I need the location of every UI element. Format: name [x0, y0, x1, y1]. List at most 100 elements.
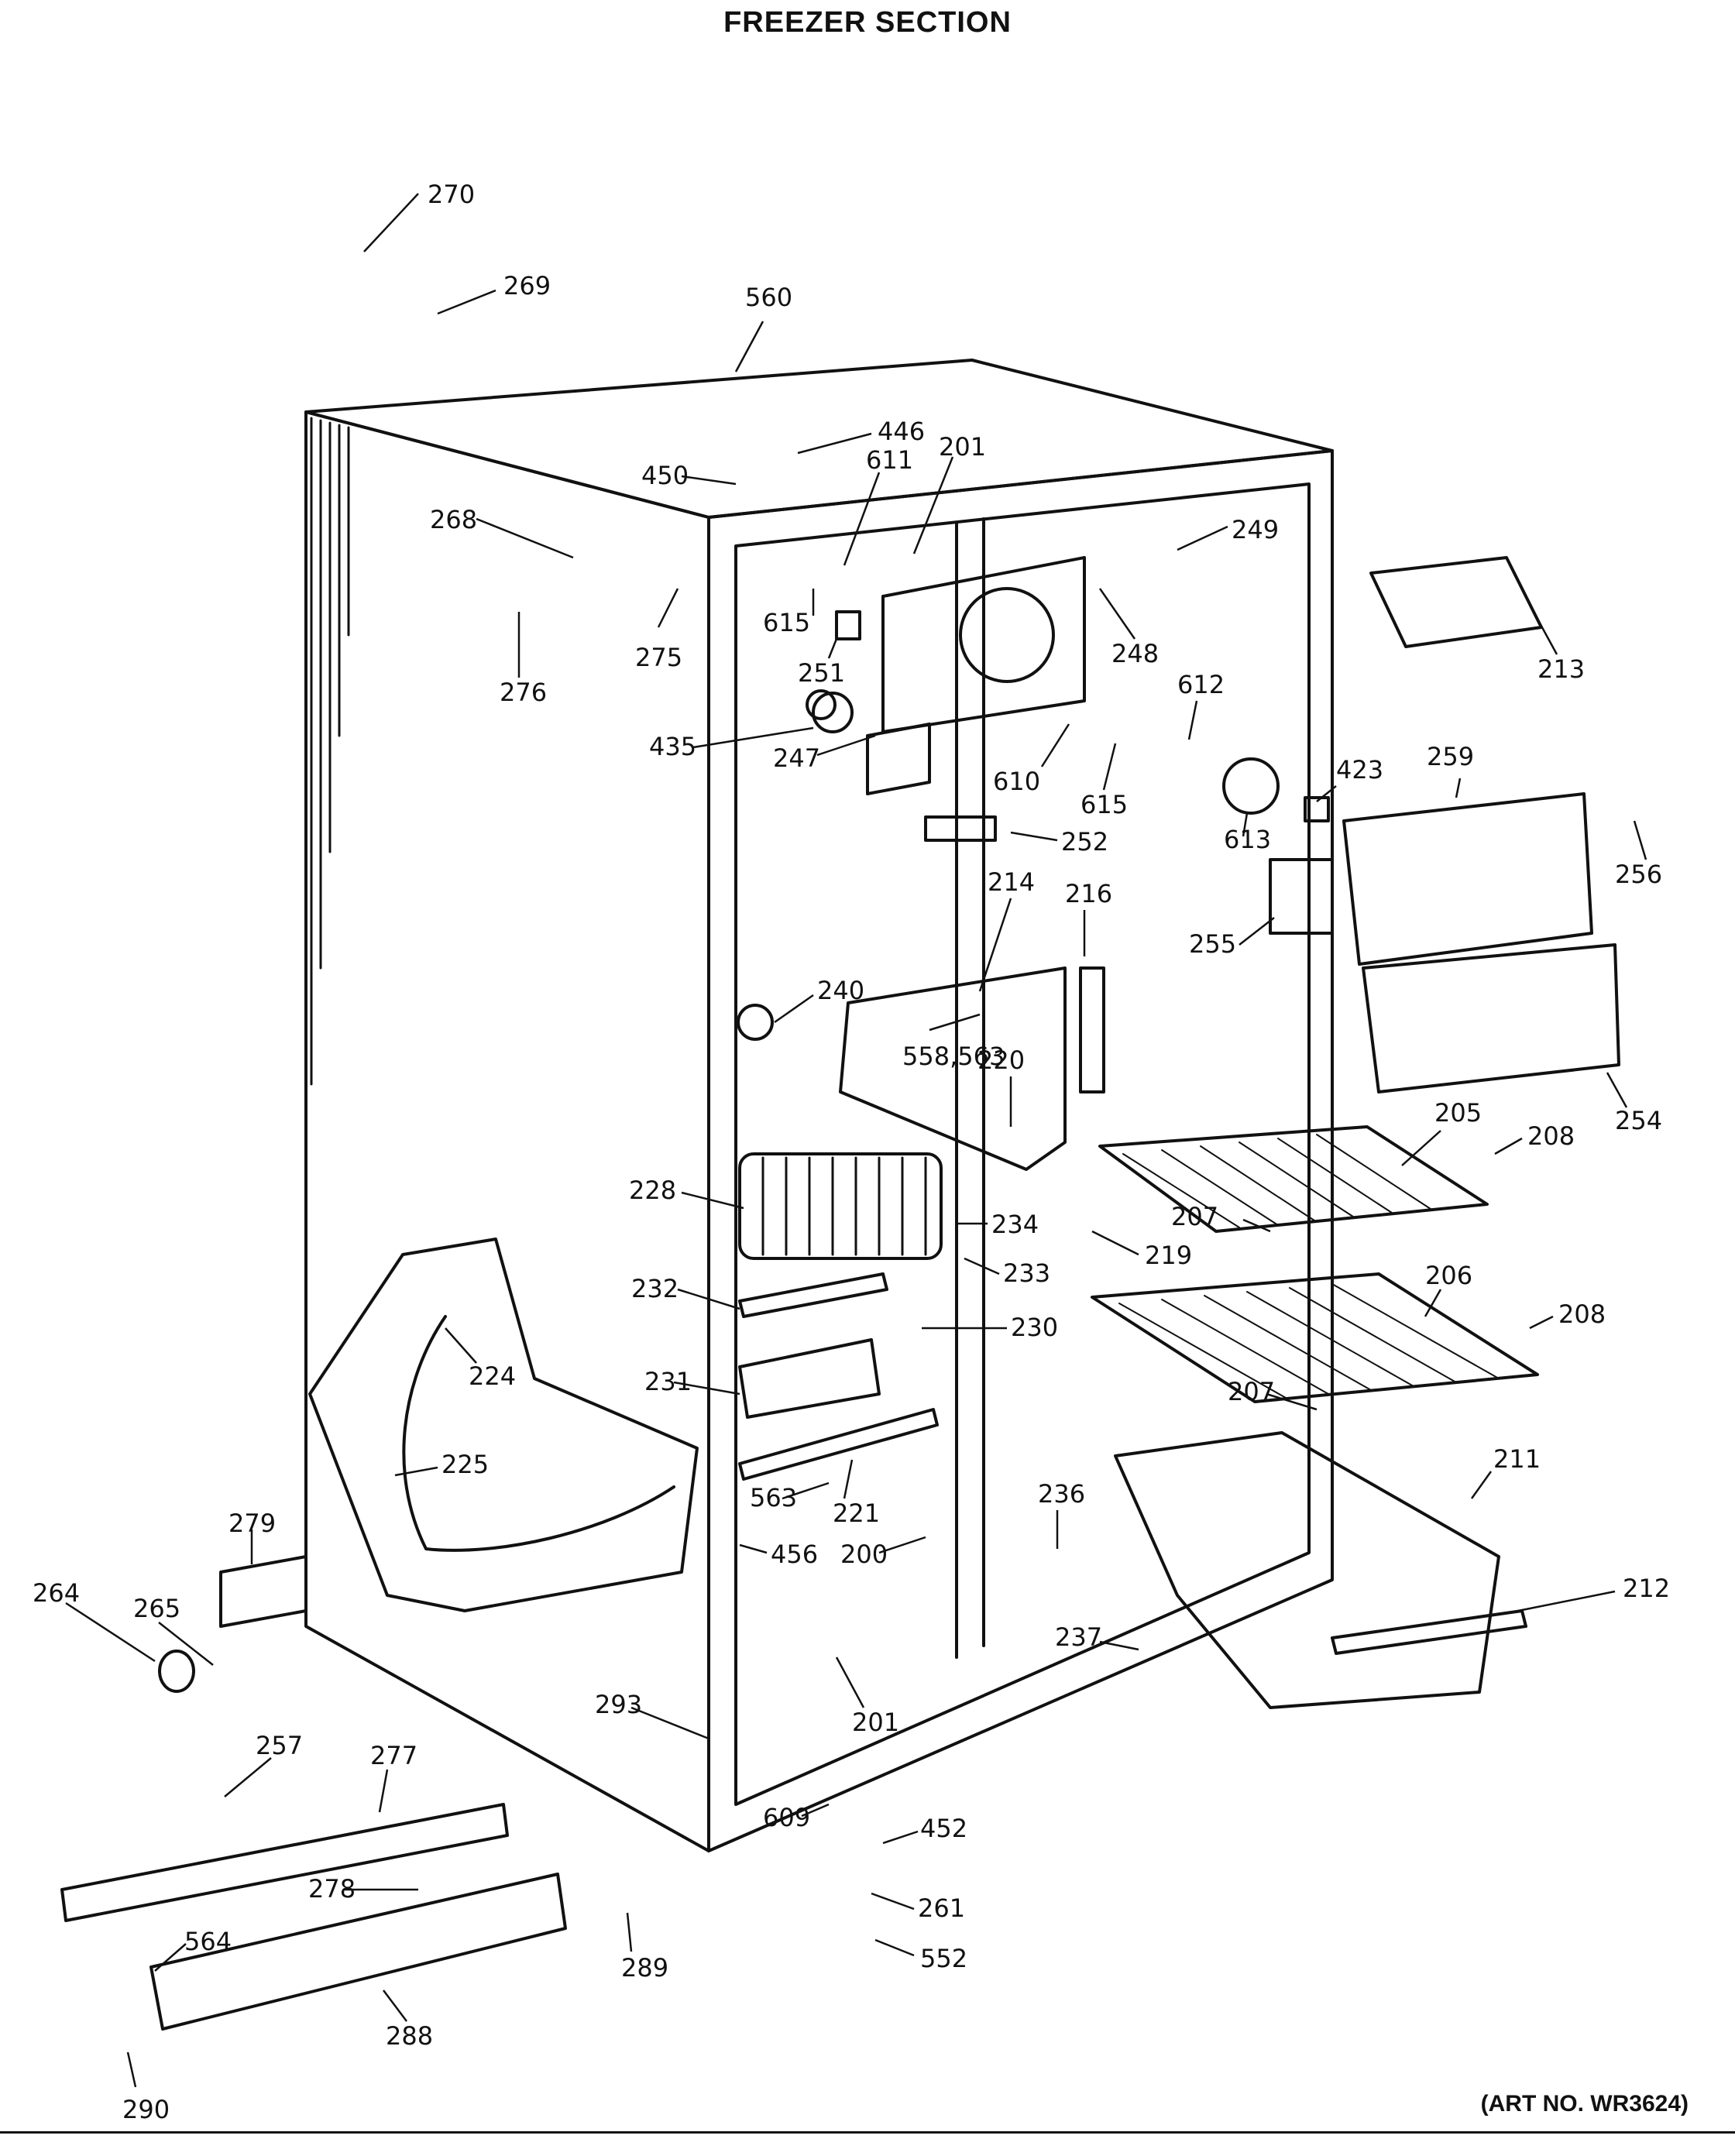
heater-switch [835, 610, 861, 640]
callout-290: 290 [122, 2095, 170, 2124]
callout-259: 259 [1427, 742, 1474, 771]
callout-leaders [65, 193, 1647, 2088]
page-rule [0, 2131, 1735, 2134]
callout-268: 268 [430, 505, 477, 534]
callout-288: 288 [386, 2021, 433, 2051]
cabinet-side-shading [310, 417, 350, 1086]
callout-228: 228 [629, 1176, 676, 1205]
wire-shelf-lower-rods [1118, 1283, 1500, 1399]
callout-563: 563 [750, 1483, 797, 1512]
callout-275: 275 [635, 643, 682, 672]
evaporator [738, 1152, 943, 1260]
callout-216: 216 [1065, 879, 1112, 908]
wire-shelf-upper-rods [1122, 1134, 1434, 1228]
callout-232: 232 [631, 1274, 679, 1303]
callout-201b: 201 [852, 1708, 899, 1737]
callout-225: 225 [441, 1450, 489, 1479]
callout-452: 452 [920, 1814, 967, 1843]
callout-278: 278 [308, 1874, 356, 1904]
freezer-basket [1114, 1431, 1500, 1709]
callout-234: 234 [991, 1210, 1039, 1239]
callout-248: 248 [1111, 639, 1159, 668]
light-shield [924, 815, 997, 842]
evaporator-fins [761, 1156, 927, 1256]
callout-214: 214 [988, 867, 1035, 897]
callout-269: 269 [503, 271, 551, 300]
toe-grille [149, 1873, 567, 2031]
drain-trough [738, 1338, 881, 1419]
callout-233: 233 [1003, 1258, 1050, 1288]
grille-channel [1079, 966, 1105, 1093]
wire-shelf-upper [1098, 1125, 1489, 1233]
callout-265: 265 [133, 1594, 180, 1623]
callout-205: 205 [1434, 1098, 1482, 1128]
control-housing [881, 556, 1086, 733]
callout-564: 564 [184, 1927, 232, 1956]
ice-bin-shelf [1342, 792, 1593, 966]
icemaker-fill-area [308, 1238, 699, 1612]
callout-256: 256 [1615, 860, 1662, 889]
callout-450: 450 [641, 461, 689, 490]
power-cord-plug [737, 1004, 774, 1041]
callout-231: 231 [644, 1367, 692, 1396]
callout-201: 201 [939, 432, 986, 462]
callout-211: 211 [1493, 1444, 1541, 1474]
callout-206: 206 [1425, 1261, 1472, 1290]
callout-456: 456 [771, 1540, 818, 1569]
callout-221: 221 [833, 1499, 880, 1528]
cabinet-left-side [304, 410, 710, 1852]
control-housing-knob-recess [959, 587, 1055, 683]
ice-tray [1369, 556, 1543, 648]
callout-237: 237 [1055, 1622, 1102, 1652]
callout-251: 251 [798, 658, 845, 688]
cabinet-front-frame [707, 449, 1334, 1852]
callout-240: 240 [817, 976, 864, 1005]
callout-247: 247 [773, 743, 820, 773]
callout-612: 612 [1177, 670, 1225, 699]
fan-blade [1222, 757, 1280, 815]
callout-277: 277 [370, 1741, 417, 1770]
diagram-title: FREEZER SECTION [723, 6, 1012, 39]
callout-208b: 208 [1558, 1299, 1606, 1329]
callout-255: 255 [1189, 929, 1236, 959]
callout-254: 254 [1615, 1106, 1662, 1135]
callout-552: 552 [920, 1944, 967, 1973]
callout-264: 264 [33, 1578, 80, 1608]
callout-613: 613 [1224, 825, 1271, 854]
callout-558-563: 558,563 [902, 1042, 1005, 1071]
callout-610: 610 [993, 767, 1040, 796]
callout-609: 609 [763, 1803, 810, 1832]
evaporator-cover [839, 966, 1067, 1171]
fill-tube [402, 1315, 675, 1552]
callout-270: 270 [428, 180, 475, 209]
roller [158, 1650, 195, 1693]
callout-261: 261 [918, 1893, 965, 1923]
cabinet-front-opening [734, 482, 1311, 1806]
callout-435: 435 [649, 732, 696, 761]
callout-200: 200 [840, 1540, 888, 1569]
shield-plate [1269, 858, 1334, 935]
drain-tube [738, 1408, 939, 1481]
basket-front-rail [1331, 1609, 1527, 1655]
callout-257: 257 [256, 1731, 303, 1760]
callout-276: 276 [500, 678, 547, 707]
wire-shelf-lower [1091, 1272, 1539, 1403]
cabinet-top [304, 359, 1334, 519]
fan-light-bulb [1304, 796, 1330, 822]
callout-236: 236 [1038, 1479, 1085, 1509]
callout-207b: 207 [1228, 1377, 1275, 1406]
thermostat-knob [806, 689, 837, 720]
callout-219: 219 [1145, 1241, 1192, 1270]
callout-220: 220 [977, 1045, 1025, 1075]
callout-224: 224 [469, 1361, 516, 1391]
art-number: (ART NO. WR3624) [1480, 2091, 1689, 2117]
heater-bar [738, 1272, 888, 1318]
callout-560: 560 [745, 283, 792, 312]
callout-279: 279 [228, 1509, 276, 1538]
callout-208: 208 [1527, 1121, 1575, 1151]
callout-615: 615 [763, 608, 810, 637]
callout-615b: 615 [1081, 790, 1128, 819]
callout-207: 207 [1171, 1202, 1218, 1231]
light-socket [812, 692, 854, 733]
